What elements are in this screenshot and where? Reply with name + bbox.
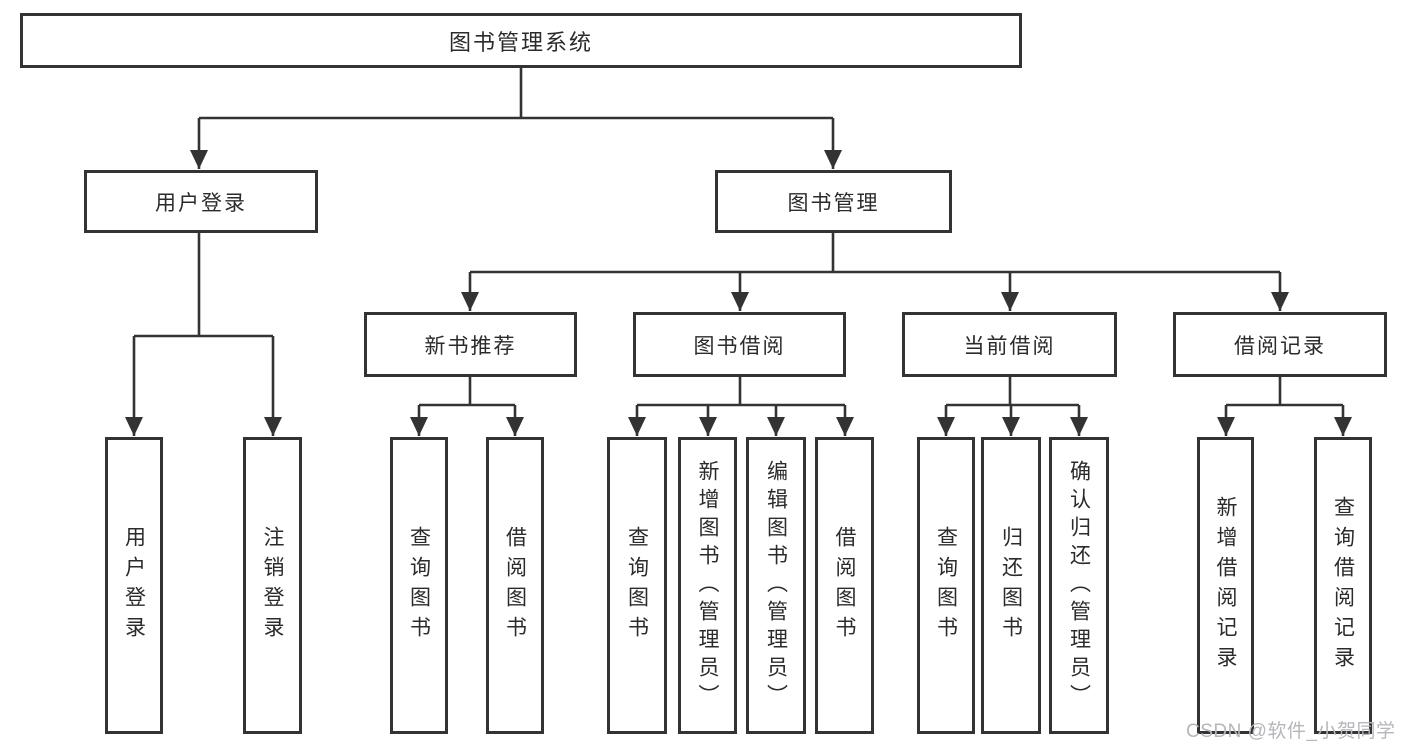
node-label: 借阅图书 <box>833 525 856 646</box>
leaf-edit-book-admin: 编辑图书（管理员） <box>746 437 806 734</box>
node-label: 借阅记录 <box>1234 334 1326 358</box>
node-book-borrowing: 图书借阅 <box>633 312 846 377</box>
leaf-borrow-books: 借阅图书 <box>815 437 874 734</box>
node-library-system: 图书管理系统 <box>20 13 1022 68</box>
leaf-add-book-admin: 新增图书（管理员） <box>678 437 737 734</box>
node-label: 查询图书 <box>407 525 431 646</box>
node-label: 图书管理 <box>787 191 880 215</box>
node-label: 确认归还（管理员） <box>1067 459 1091 712</box>
leaf-add-borrow-record: 新增借阅记录 <box>1197 437 1254 734</box>
node-current-borrowing: 当前借阅 <box>902 312 1117 377</box>
node-label: 新增借阅记录 <box>1214 495 1237 676</box>
node-label: 新增图书（管理员） <box>696 459 719 712</box>
leaf-query-borrow-record: 查询借阅记录 <box>1314 437 1372 734</box>
leaf-logout: 注销登录 <box>243 437 302 734</box>
leaf-user-login: 用户登录 <box>105 437 163 734</box>
node-book-management: 图书管理 <box>715 170 952 233</box>
node-label: 新书推荐 <box>424 334 517 358</box>
node-label: 查询借阅记录 <box>1331 495 1355 676</box>
node-label: 图书管理系统 <box>448 29 593 55</box>
node-label: 借阅图书 <box>503 525 527 646</box>
leaf-confirm-return-admin: 确认归还（管理员） <box>1049 437 1109 734</box>
node-label: 查询图书 <box>934 525 958 646</box>
leaf-return-books: 归还图书 <box>981 437 1041 734</box>
node-label: 编辑图书（管理员） <box>764 459 788 712</box>
node-user-login: 用户登录 <box>84 170 318 233</box>
leaf-query-books: 查询图书 <box>917 437 975 734</box>
leaf-query-books: 查询图书 <box>607 437 667 734</box>
node-label: 用户登录 <box>122 525 146 646</box>
node-label: 归还图书 <box>999 525 1023 646</box>
node-borrow-records: 借阅记录 <box>1173 312 1387 377</box>
node-label: 图书借阅 <box>693 334 786 358</box>
leaf-query-books: 查询图书 <box>390 437 448 734</box>
node-new-book-recommend: 新书推荐 <box>364 312 577 377</box>
node-label: 注销登录 <box>261 525 284 646</box>
leaf-borrow-books: 借阅图书 <box>486 437 544 734</box>
node-label: 当前借阅 <box>963 334 1056 358</box>
watermark: CSDN @软件_小贺同学 <box>1186 721 1396 742</box>
node-label: 查询图书 <box>625 525 649 646</box>
node-label: 用户登录 <box>155 191 247 215</box>
